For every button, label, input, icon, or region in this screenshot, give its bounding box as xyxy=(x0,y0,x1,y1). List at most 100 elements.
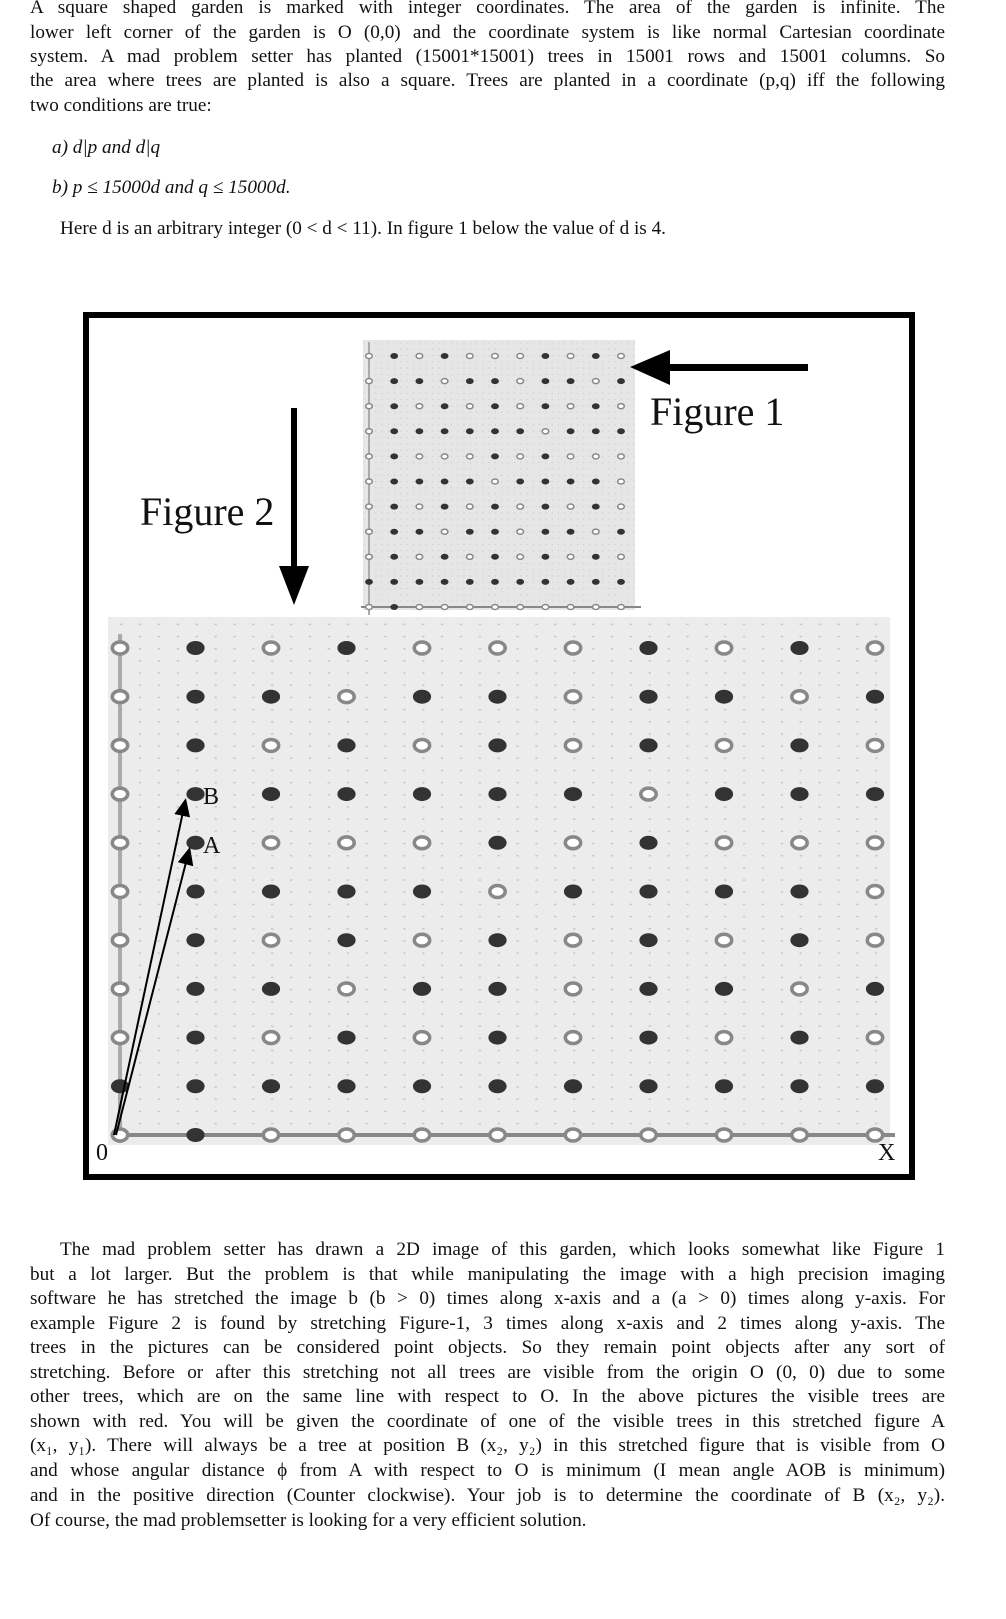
figure2-minor-grid xyxy=(108,617,890,1145)
figure1-visible-tree xyxy=(465,378,474,385)
figure2-visible-tree xyxy=(412,1079,432,1094)
figure1-hidden-tree xyxy=(566,352,575,360)
figure1-hidden-tree xyxy=(364,553,374,561)
figure2-hidden-tree xyxy=(790,1127,809,1143)
figure2-visible-tree xyxy=(337,933,356,948)
figure2-hidden-tree xyxy=(261,640,281,656)
figure2-hidden-tree xyxy=(110,981,130,997)
figure2-visible-tree xyxy=(639,1030,658,1045)
figure1-hidden-tree xyxy=(465,503,474,510)
figure1-hidden-tree xyxy=(516,503,525,510)
figure1-visible-tree xyxy=(390,378,399,385)
figure1-hidden-tree xyxy=(616,478,626,485)
figure2-hidden-tree xyxy=(261,835,281,851)
figure1-visible-tree xyxy=(390,353,399,359)
figure1-hidden-tree xyxy=(364,377,374,385)
figure2-visible-tree xyxy=(186,1030,205,1045)
figure2-visible-tree xyxy=(714,689,734,704)
figure2-hidden-tree xyxy=(337,689,356,705)
figure1-visible-tree xyxy=(541,578,550,585)
figure2-hidden-tree xyxy=(261,1029,281,1046)
figure2-visible-tree xyxy=(488,738,507,753)
figure2-visible-tree xyxy=(186,981,205,996)
figure1-visible-tree xyxy=(390,478,399,485)
figure2-visible-tree xyxy=(412,884,432,899)
figure1-hidden-tree xyxy=(616,453,626,460)
figure1-visible-tree xyxy=(541,478,550,485)
figure1-visible-tree xyxy=(541,553,550,560)
figure2-visible-tree xyxy=(714,787,734,802)
figure2-visible-tree xyxy=(639,835,658,850)
intro-line: the area where trees are planted is also… xyxy=(30,70,945,91)
figure1-visible-tree xyxy=(617,528,625,535)
figure1-visible-tree xyxy=(566,528,575,535)
figure2-visible-tree xyxy=(186,884,205,899)
figure2-visible-tree xyxy=(790,787,809,802)
figure2-hidden-tree xyxy=(110,932,130,948)
intro-line: system. A mad problem setter has planted… xyxy=(30,46,945,67)
figure2-hidden-tree xyxy=(261,1127,281,1143)
figure2-hidden-tree xyxy=(790,981,809,997)
figure1-hidden-tree xyxy=(541,428,550,435)
figure2-visible-tree xyxy=(412,981,432,996)
figure1-hidden-tree xyxy=(566,402,575,410)
figure1-visible-tree xyxy=(566,378,575,385)
figure2-visible-tree xyxy=(790,738,809,753)
figure2-visible-tree xyxy=(186,738,205,753)
figure1-hidden-tree xyxy=(516,352,525,360)
figure1-hidden-tree xyxy=(440,453,449,460)
figure1-hidden-tree xyxy=(415,603,424,611)
figure1-visible-tree xyxy=(491,428,499,435)
arrow-to-b xyxy=(113,798,190,1136)
figure2-hidden-tree xyxy=(865,640,885,656)
figure1-visible-tree xyxy=(541,378,550,385)
figure2-hidden-tree xyxy=(337,981,356,997)
figure2-visible-tree xyxy=(261,884,281,899)
figure1-visible-tree xyxy=(440,428,449,435)
figure-frame xyxy=(83,312,915,1180)
figure1-visible-tree xyxy=(440,353,449,359)
figure2-hidden-tree xyxy=(563,981,583,997)
figure2-visible-tree xyxy=(488,1079,507,1094)
figure1-hidden-tree xyxy=(566,603,575,611)
figure1-visible-tree xyxy=(516,478,525,485)
body-line: but a lot larger. But the problem is tha… xyxy=(30,1264,945,1285)
figure1-hidden-tree xyxy=(415,453,424,460)
figure2-hidden-tree xyxy=(110,689,130,705)
figure2-hidden-tree xyxy=(865,737,885,754)
figure2-visible-tree xyxy=(261,787,281,802)
figure2-visible-tree xyxy=(563,1079,583,1094)
figure1-visible-tree xyxy=(491,578,499,585)
figure2-visible-tree xyxy=(337,1079,356,1094)
figure2-visible-tree xyxy=(261,981,281,996)
figure2-hidden-tree xyxy=(639,786,658,802)
figure2-hidden-tree xyxy=(563,689,583,705)
figure1-hidden-tree xyxy=(516,553,525,561)
figure1-hidden-tree xyxy=(465,553,474,561)
figure2-visible-tree xyxy=(639,738,658,753)
figure1-hidden-tree xyxy=(364,603,374,611)
figure1-hidden-tree xyxy=(490,352,500,360)
figure1-hidden-tree xyxy=(591,377,600,385)
figure2-visible-tree xyxy=(186,1128,205,1142)
figure1-hidden-tree xyxy=(616,503,626,510)
figure1-visible-tree xyxy=(415,378,424,385)
figure1-visible-tree xyxy=(465,428,474,435)
figure1-hidden-tree xyxy=(465,453,474,460)
figure2-visible-tree xyxy=(337,787,356,802)
figure2-label: Figure 2 xyxy=(140,489,275,534)
figure1-hidden-tree xyxy=(364,428,374,435)
figure1-hidden-tree xyxy=(591,453,600,460)
figure1-visible-tree xyxy=(491,403,499,410)
figure1-hidden-tree xyxy=(616,553,626,561)
figure1-visible-tree xyxy=(591,353,600,359)
figure2-visible-tree xyxy=(337,641,356,655)
figure1-hidden-tree xyxy=(364,453,374,460)
figure2-hidden-tree xyxy=(865,932,885,948)
figure1-visible-tree xyxy=(390,453,399,460)
figure2-visible-tree xyxy=(865,689,885,704)
figure1-visible-tree xyxy=(390,503,399,510)
figure2-hidden-tree xyxy=(865,1127,885,1143)
body-line: and whose angular distance ϕ from A with… xyxy=(30,1460,945,1481)
